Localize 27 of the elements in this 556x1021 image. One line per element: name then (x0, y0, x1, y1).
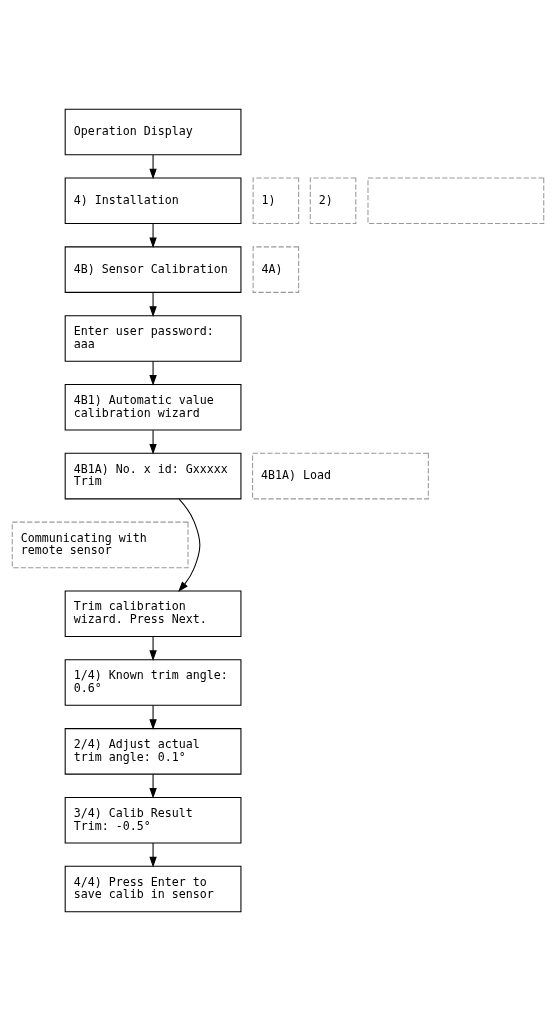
node-box: 3/4) Calib Result Trim: -0.5° (64, 796, 242, 844)
node-box: 2/4) Adjust actual trim angle: 0.1° (64, 728, 242, 775)
arrow (149, 223, 157, 249)
node-box: 1/4) Known trim angle: 0.6° (64, 659, 242, 706)
node-box: Operation Display (64, 108, 242, 156)
arrow (178, 498, 201, 592)
node-box: 1) (252, 177, 300, 225)
node-box: Enter user password: aaa (64, 315, 242, 362)
arrow (149, 292, 157, 317)
node-box: 4) Installation (64, 177, 242, 225)
arrow (149, 842, 157, 868)
node-box: Trim calibration wizard. Press Next. (64, 590, 242, 637)
node-box: 4B1A) No. x id: Gxxxxx Trim (64, 452, 242, 500)
node-box: 2) (309, 177, 357, 225)
node-box: 4B) Sensor Calibration (64, 246, 242, 293)
arrow (149, 636, 157, 661)
node-box: 4B1A) Load (252, 452, 429, 500)
arrow (149, 154, 157, 180)
node-box: 4A) (252, 246, 300, 293)
arrow (149, 773, 157, 799)
node-box (367, 177, 545, 225)
arrow (149, 429, 157, 455)
node-box: Communicating with remote sensor (11, 521, 189, 569)
arrow (149, 360, 157, 386)
node-box: 4B1) Automatic value calibration wizard (64, 384, 242, 431)
node-box: 4/4) Press Enter to save calib in sensor (64, 865, 242, 913)
arrow (149, 704, 157, 730)
